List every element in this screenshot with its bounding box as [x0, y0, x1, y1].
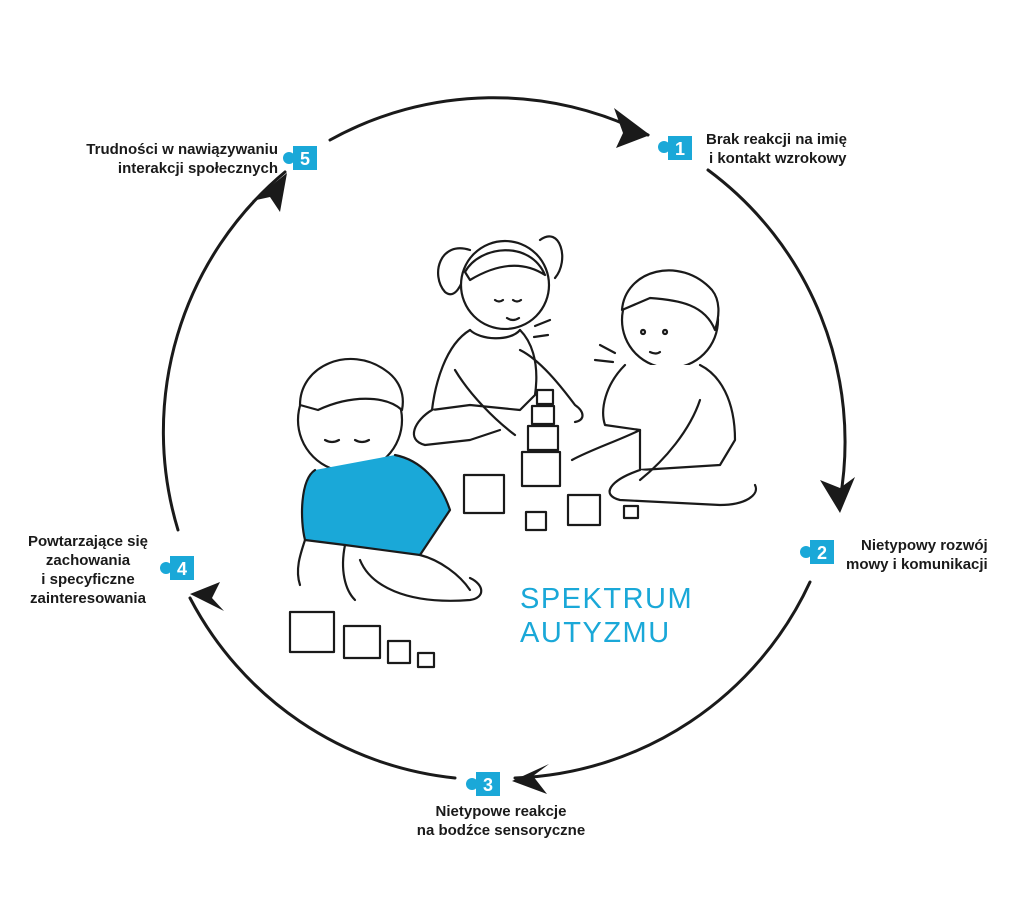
arrowhead-1	[614, 108, 650, 148]
step-label-4: Powtarzające się zachowania i specyficzn…	[27, 533, 149, 607]
arrowhead-4	[190, 582, 224, 611]
badge-3	[466, 772, 500, 796]
badge-4	[160, 556, 194, 580]
arrow-2-to-3	[513, 580, 812, 780]
badge-1	[658, 136, 692, 160]
block-tower	[520, 388, 562, 488]
arrow-1-to-2	[706, 168, 847, 502]
step-badges	[160, 136, 834, 796]
badge-number-5: 5	[300, 149, 310, 169]
step-label-3: Nietypowe reakcje na bodźce sensoryczne	[416, 803, 586, 839]
girl-figure	[412, 235, 584, 447]
sad-boy-figure	[296, 357, 483, 602]
arrowhead-3	[512, 764, 549, 794]
children-illustration	[288, 235, 758, 669]
arrowhead-2	[820, 477, 855, 513]
step-label-2: Nietypowy rozwój mowy i komunikacji	[846, 537, 988, 573]
step-label-1: Brak reakcji na imię i kontakt wzrokowy	[706, 131, 847, 167]
badge-5	[283, 146, 317, 170]
center-title-line-1: SPEKTRUM	[520, 583, 694, 615]
arrowheads	[190, 108, 855, 794]
scattered-blocks	[462, 473, 640, 532]
badge-number-1: 1	[675, 139, 685, 159]
arrow-3-to-4	[188, 596, 457, 780]
arrow-5-to-1	[328, 96, 650, 142]
center-title: SPEKTRUM AUTYZMU	[520, 582, 693, 650]
arrow-4-to-5	[161, 170, 287, 532]
badge-number-2: 2	[817, 543, 827, 563]
badge-2	[800, 540, 834, 564]
badge-numbers: 1 2 3 4 5	[177, 139, 827, 795]
block-row	[288, 610, 436, 669]
badge-number-4: 4	[177, 559, 187, 579]
arrowhead-5	[252, 173, 287, 212]
right-boy-figure	[532, 269, 758, 507]
cycle-arrows	[161, 96, 847, 780]
step-label-5: Trudności w nawiązywaniu interakcji społ…	[86, 141, 278, 177]
badge-number-3: 3	[483, 775, 493, 795]
center-title-line-2: AUTYZMU	[520, 617, 671, 649]
